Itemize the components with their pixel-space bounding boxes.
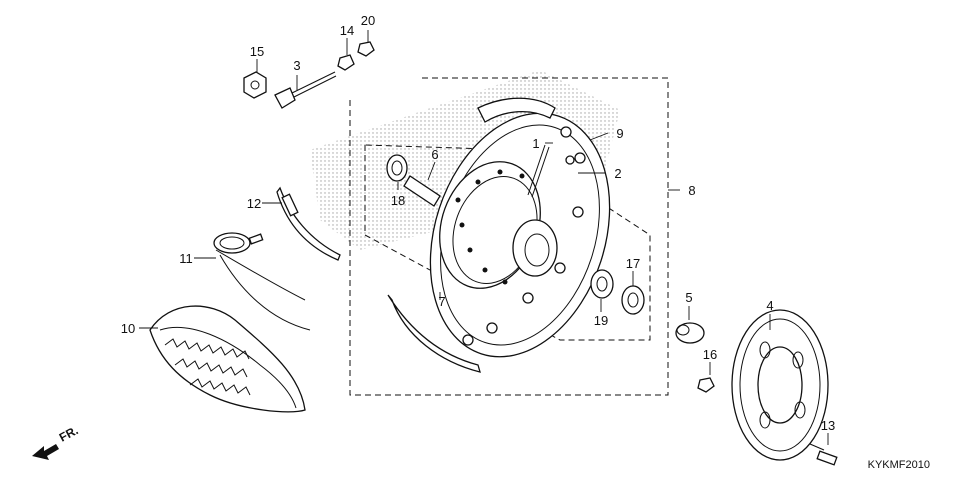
callout-9: 9 (616, 126, 623, 141)
sprocket-nut (697, 377, 715, 393)
callout-1: 1 (532, 136, 539, 151)
callout-13: 13 (821, 418, 835, 433)
figure-code: KYKMF2010 (868, 459, 930, 471)
callout-10: 10 (121, 321, 135, 336)
callout-14: 14 (340, 23, 354, 38)
callout-19: 19 (594, 313, 608, 328)
callout-4: 4 (766, 298, 773, 313)
sprocket-collar (675, 322, 705, 344)
rim-band (276, 186, 341, 261)
callout-7: 7 (438, 294, 445, 309)
cap-nut (243, 71, 267, 99)
callout-17: 17 (626, 256, 640, 271)
callout-20: 20 (361, 13, 375, 28)
callout-11: 11 (179, 251, 193, 266)
sprocket-bolt (809, 443, 838, 466)
sprocket (731, 309, 829, 461)
tire (149, 305, 306, 413)
bearing-right (590, 269, 614, 299)
rim-segment-top (477, 97, 556, 123)
arrow-icon (32, 444, 59, 460)
hub (439, 161, 558, 289)
front-direction-indicator: FR. (32, 423, 80, 460)
callout-16: 16 (703, 347, 717, 362)
callout-12: 12 (247, 196, 261, 211)
callouts: 1 2 3 4 5 6 7 8 9 10 11 12 13 14 15 16 1… (121, 13, 835, 433)
callout-3: 3 (293, 58, 300, 73)
spoke (527, 144, 575, 198)
callout-2: 2 (614, 166, 621, 181)
callout-5: 5 (685, 290, 692, 305)
callout-18: 18 (391, 193, 405, 208)
collar (403, 175, 441, 207)
rim-segment-bottom (387, 294, 481, 373)
leader-lines (139, 30, 829, 445)
direction-label: FR. (57, 423, 81, 444)
callout-15: 15 (250, 44, 264, 59)
bearing-left (386, 154, 408, 182)
adjuster-bolt (274, 71, 337, 109)
nut-20 (357, 41, 375, 57)
dust-seal (621, 285, 645, 315)
tube (213, 232, 311, 331)
nut-14 (337, 54, 355, 71)
callout-6: 6 (431, 147, 438, 162)
callout-8: 8 (688, 183, 695, 198)
